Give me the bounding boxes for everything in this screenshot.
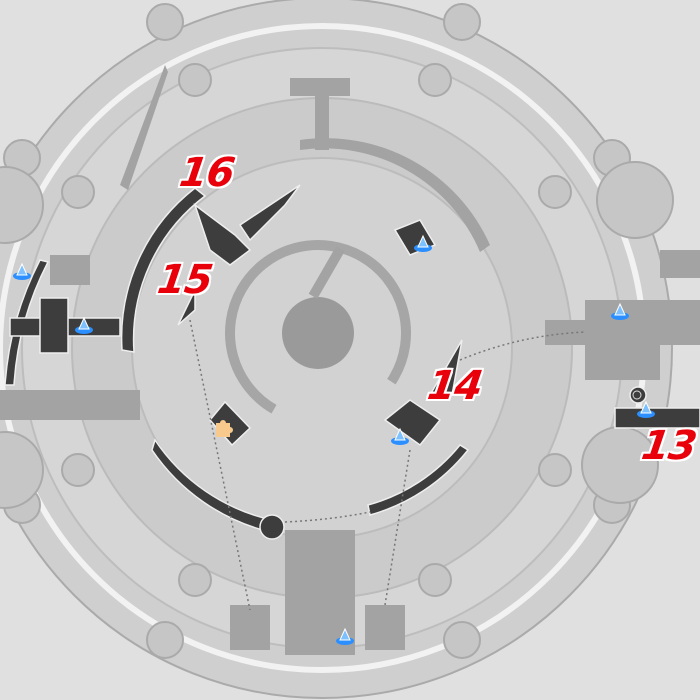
puzzle-piece-icon[interactable] (216, 420, 233, 437)
space-anchor-icon[interactable] (413, 235, 433, 253)
arrow-waypoint-icon[interactable] (632, 390, 642, 400)
space-anchor-icon[interactable] (636, 401, 656, 419)
space-anchor-icon[interactable] (390, 428, 410, 446)
explored-paths (4, 184, 700, 540)
space-anchor-icon[interactable] (74, 317, 94, 335)
routes (189, 319, 586, 611)
space-anchor-icon[interactable] (610, 303, 630, 321)
medallions (0, 3, 674, 659)
space-anchor-icon[interactable] (335, 628, 355, 646)
space-anchor-icon[interactable] (12, 263, 32, 281)
